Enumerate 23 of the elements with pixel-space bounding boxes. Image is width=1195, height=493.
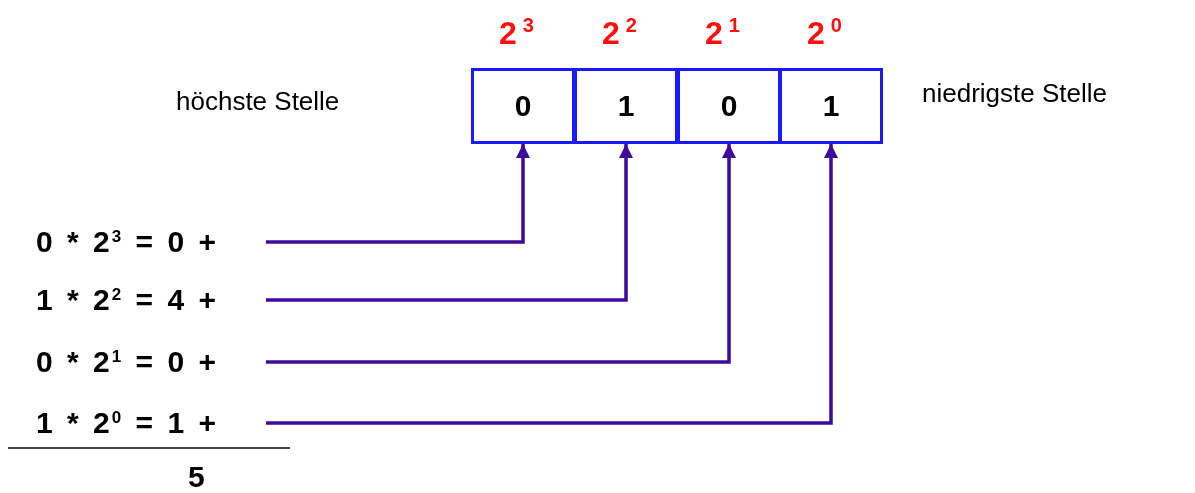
bit-value: 1: [617, 89, 635, 123]
arrow: [266, 144, 633, 302]
place-value: 2$^{3}$: [499, 14, 534, 52]
bit-cell: [471, 68, 575, 144]
equation: 1 * 2$^{0}$ = 1 +: [36, 406, 216, 440]
equation: 1 * 2$^{2}$ = 4 +: [36, 283, 216, 317]
equation: 0 * 2$^{3}$ = 0 +: [36, 225, 216, 259]
equation: 0 * 2$^{1}$ = 0 +: [36, 345, 216, 379]
bit-value: 0: [720, 89, 738, 123]
bit-cell: [677, 68, 781, 144]
place-value: 2$^{0}$: [807, 14, 842, 52]
bit-value: 1: [822, 89, 840, 123]
place-value: 2$^{2}$: [602, 14, 637, 52]
arrow: [266, 144, 530, 244]
bit-value: 0: [514, 89, 532, 123]
sum-result: 5: [188, 460, 205, 493]
place-label: höchste Stelle: [176, 86, 340, 117]
bit-cell: [779, 68, 883, 144]
arrow: [266, 144, 736, 364]
bit-cell: [574, 68, 678, 144]
place-label: niedrigste Stelle: [922, 78, 1107, 109]
arrow: [266, 144, 838, 425]
place-value: 2$^{1}$: [705, 14, 740, 52]
